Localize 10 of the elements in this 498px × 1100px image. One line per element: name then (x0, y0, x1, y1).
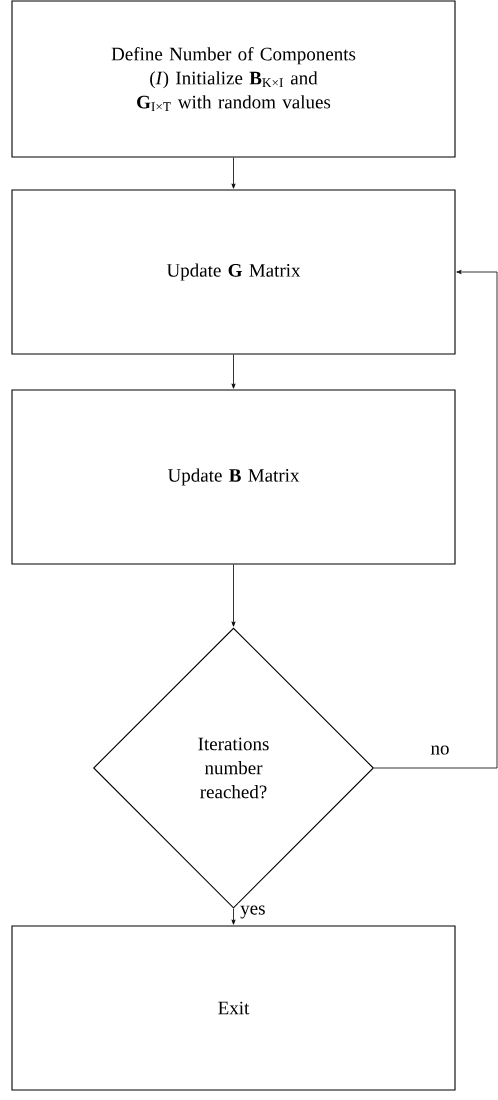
process-box: Define Number of Components (I) Initialize B$_{K×I}$ and G$_{I×T}$ with random values (11, 0, 456, 158)
process-box: Update B Matrix (11, 389, 456, 565)
arrow (373, 270, 498, 769)
process-box: Exit (11, 925, 456, 1091)
arrow (231, 354, 236, 389)
edge-label: no (428, 743, 452, 757)
arrow (231, 908, 236, 925)
arrow (231, 157, 236, 189)
arrow (231, 564, 236, 627)
process-box: Update G Matrix (11, 189, 456, 355)
